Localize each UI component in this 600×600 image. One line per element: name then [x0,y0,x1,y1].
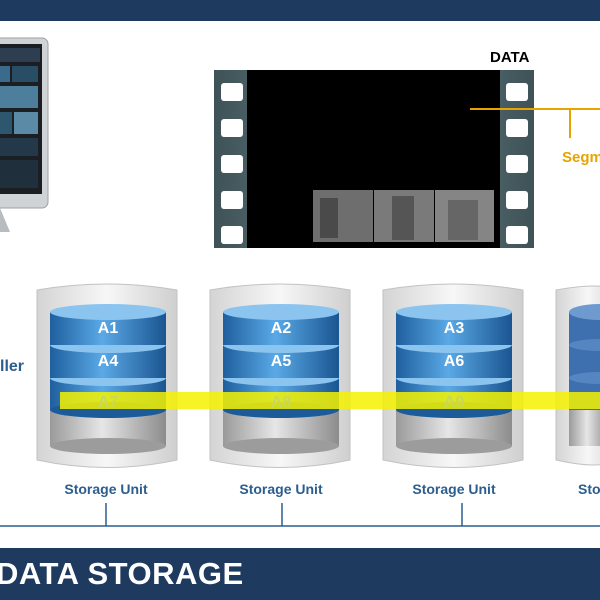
block-label: A3 [444,320,465,337]
block-label: A9 [444,394,465,411]
block-label: A2 [271,320,292,337]
storage-unit-label: Storage Unit [239,481,323,497]
film-strip [214,70,600,248]
block-label: A4 [98,353,119,370]
block-label: A7 [98,394,119,411]
film-sprocket-holes-left [221,83,243,244]
storage-unit-label: Sto [578,481,600,497]
block-label: A8 [271,394,292,411]
bottom-banner [0,548,600,600]
film-sprocket-holes-right [506,83,528,244]
film-thumbnails [313,190,494,242]
connector-lines [0,503,600,527]
segment-label: Segm [562,149,600,166]
storage-unit-label: Storage Unit [412,481,496,497]
storage-unit-label: Storage Unit [64,481,148,497]
page-title: DATA STORAGE [0,556,244,591]
top-banner [0,0,600,21]
data-stripe [60,392,600,409]
data-label: DATA [490,49,530,66]
block-label: A5 [271,353,292,370]
computer-monitor [0,37,49,232]
block-label: A1 [98,320,119,337]
controller-label: ller [0,358,25,375]
disk-stack-4 [569,304,600,446]
block-label: A6 [444,353,465,370]
